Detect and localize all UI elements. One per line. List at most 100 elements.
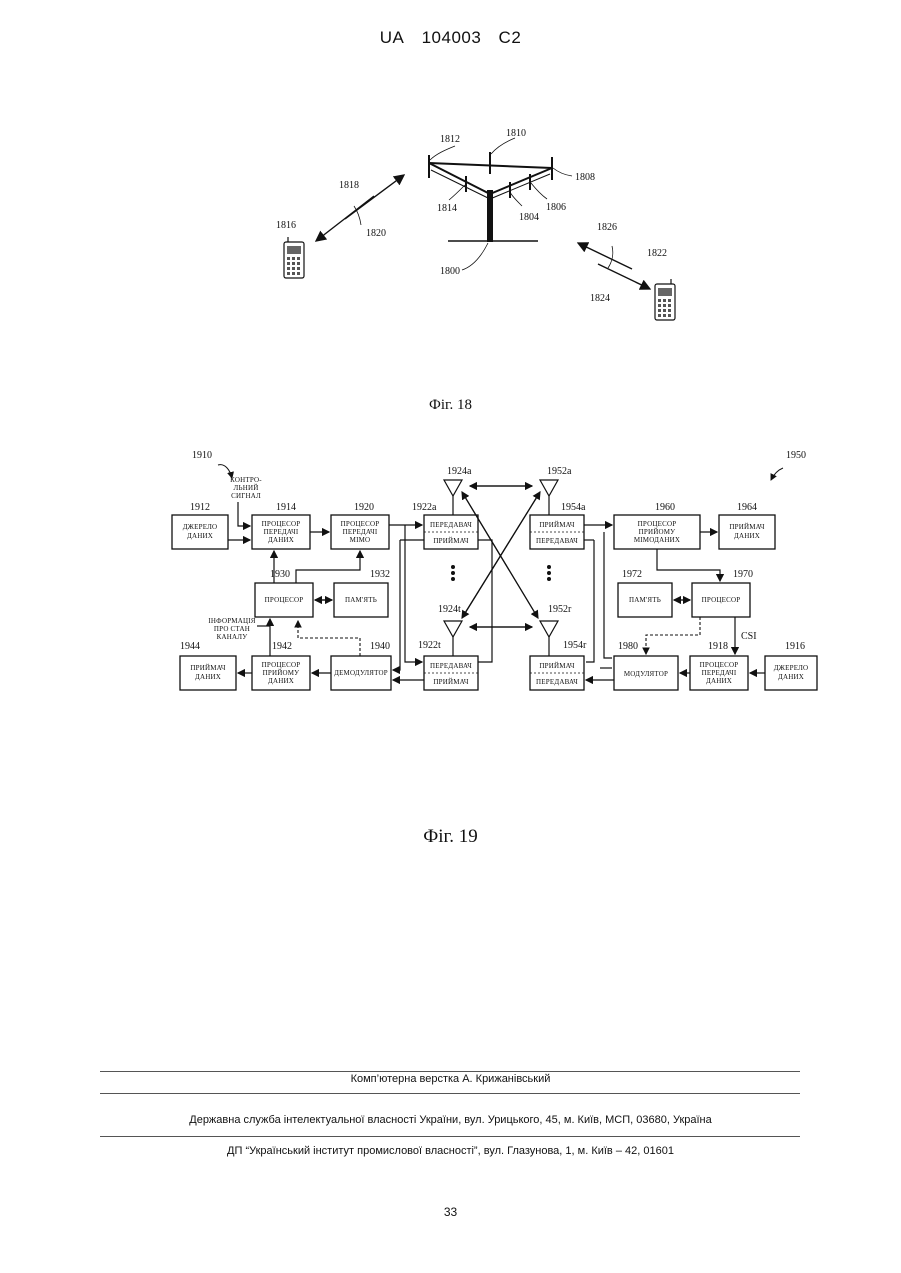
processor-1970-label: ПРОЦЕСОР <box>702 596 741 604</box>
ref-1932: 1932 <box>370 569 390 580</box>
tx-1954r-receiver: ПРИЙМАЧ <box>539 662 574 670</box>
rx-mimo-1960-line1: ПРОЦЕСОР <box>638 520 677 528</box>
data-sink-1944-line1: ПРИЙМАЧ <box>190 664 225 672</box>
tx-proc-1918-line1: ПРОЦЕСОР <box>700 661 739 669</box>
ref-1980: 1980 <box>618 641 638 652</box>
label-1812: 1812 <box>440 134 460 145</box>
demodulator-1940-label: ДЕМОДУЛЯТОР <box>334 669 388 677</box>
ref-1914: 1914 <box>276 502 296 513</box>
ref-1910: 1910 <box>192 450 212 461</box>
ref-1954r: 1954r <box>563 640 587 651</box>
label-1806: 1806 <box>546 202 566 213</box>
tx-proc-1914-line3: ДАНИХ <box>268 536 294 544</box>
tx-1922t-transmitter: ПЕРЕДАВАЧ <box>430 662 472 670</box>
ref-1954a: 1954a <box>561 502 586 513</box>
control-signal-line3: СИГНАЛ <box>231 492 261 500</box>
figure-18-caption: Фіг. 18 <box>0 397 901 414</box>
tx-1922t-receiver: ПРИЙМАЧ <box>433 678 468 686</box>
ref-1970: 1970 <box>733 569 753 580</box>
tx-1954a-receiver: ПРИЙМАЧ <box>539 521 574 529</box>
footer-agency: Державна служба інтелектуальної власност… <box>0 1114 901 1126</box>
ref-1918: 1918 <box>708 641 728 652</box>
footer-rule-2 <box>100 1093 800 1094</box>
label-1826: 1826 <box>597 222 617 233</box>
rx-mimo-1960-line3: МІМОДАНИХ <box>634 536 680 544</box>
label-1820: 1820 <box>366 228 386 239</box>
tx-1954r-transmitter: ПЕРЕДАВАЧ <box>536 678 578 686</box>
ref-1922a: 1922a <box>412 502 437 513</box>
data-source-1916-line2: ДАНИХ <box>778 673 804 681</box>
tx-proc-1914-line1: ПРОЦЕСОР <box>262 520 301 528</box>
figure-19-caption: Фіг. 19 <box>0 826 901 848</box>
label-1808: 1808 <box>575 172 595 183</box>
antenna-1924t-icon <box>444 621 462 637</box>
ref-1944: 1944 <box>180 641 200 652</box>
data-sink-1964-line2: ДАНИХ <box>734 532 760 540</box>
csi-info-line2: ПРО СТАН <box>214 625 250 633</box>
memory-1932-label: ПАМ'ЯТЬ <box>345 596 377 604</box>
ref-1912: 1912 <box>190 502 210 513</box>
footer-rule-3 <box>100 1136 800 1137</box>
control-signal-line1: КОНТРО- <box>230 476 262 484</box>
ref-1942: 1942 <box>272 641 292 652</box>
antenna-1952r-icon <box>540 621 558 637</box>
data-sink-1944-line2: ДАНИХ <box>195 673 221 681</box>
figure-18: 1810 1812 1808 1814 1804 1806 1800 1818 … <box>0 0 901 400</box>
ellipsis-dots <box>451 565 551 581</box>
mimo-tx-1920-line1: ПРОЦЕСОР <box>341 520 380 528</box>
data-source-1912-line1: ДЖЕРЕЛО <box>183 523 218 531</box>
tx-proc-1918-line2: ПЕРЕДАЧІ <box>702 669 737 677</box>
ref-csi: CSI <box>741 631 757 642</box>
tx-proc-1918-line3: ДАНИХ <box>706 677 732 685</box>
tx-1954a-transmitter: ПЕРЕДАВАЧ <box>536 537 578 545</box>
data-sink-1964-line1: ПРИЙМАЧ <box>729 523 764 531</box>
ref-1952r: 1952r <box>548 604 572 615</box>
ref-1924a: 1924a <box>447 466 472 477</box>
data-source-1916-line1: ДЖЕРЕЛО <box>774 664 809 672</box>
ref-1916: 1916 <box>785 641 805 652</box>
ref-1960: 1960 <box>655 502 675 513</box>
ref-1922t: 1922t <box>418 640 441 651</box>
csi-info-line1: ІНФОРМАЦІЯ <box>208 617 255 625</box>
tx-1922a-transmitter: ПЕРЕДАВАЧ <box>430 521 472 529</box>
control-signal-line2: ЛЬНИЙ <box>234 484 259 492</box>
footer-rule-1 <box>100 1071 800 1072</box>
antenna-1924a-icon <box>444 480 462 496</box>
handset-1822-icon <box>655 279 675 320</box>
ref-1950: 1950 <box>786 450 806 461</box>
uplink-arrow-1824 <box>598 264 650 289</box>
label-1800: 1800 <box>440 266 460 277</box>
ref-1930: 1930 <box>270 569 290 580</box>
tx-proc-1914-line2: ПЕРЕДАЧІ <box>264 528 299 536</box>
rx-proc-1942-line3: ДАНИХ <box>268 677 294 685</box>
downlink-arrow-1826 <box>578 243 632 269</box>
ref-1920: 1920 <box>354 502 374 513</box>
antenna-1952a-icon <box>540 480 558 496</box>
ref-1924t: 1924t <box>438 604 461 615</box>
label-1814: 1814 <box>437 203 457 214</box>
memory-1972-label: ПАМ'ЯТЬ <box>629 596 661 604</box>
rx-proc-1942-line1: ПРОЦЕСОР <box>262 661 301 669</box>
ref-1952a: 1952a <box>547 466 572 477</box>
label-1824: 1824 <box>590 293 610 304</box>
rx-proc-1942-line2: ПРИЙОМУ <box>263 669 300 677</box>
data-source-1912-line2: ДАНИХ <box>187 532 213 540</box>
figure-19: 1910 1950 1912 1914 1920 1922a 1924a 195… <box>0 430 901 730</box>
mimo-tx-1920-line2: ПЕРЕДАЧІ <box>343 528 378 536</box>
ref-1972: 1972 <box>622 569 642 580</box>
mimo-tx-1920-line3: МІМО <box>350 536 371 544</box>
footer-institute: ДП “Український інститут промислової вла… <box>0 1145 901 1157</box>
ref-1964: 1964 <box>737 502 757 513</box>
label-1822: 1822 <box>647 248 667 259</box>
footer-typesetting: Комп’ютерна верстка А. Крижанівський <box>0 1073 901 1085</box>
rx-mimo-1960-line2: ПРИЙОМУ <box>639 528 676 536</box>
csi-info-line3: КАНАЛУ <box>217 633 248 641</box>
handset-1816-icon <box>284 237 304 278</box>
label-1804: 1804 <box>519 212 539 223</box>
label-1816: 1816 <box>276 220 296 231</box>
antennas <box>444 480 558 656</box>
tx-1922a-receiver: ПРИЙМАЧ <box>433 537 468 545</box>
label-1818: 1818 <box>339 180 359 191</box>
label-1810: 1810 <box>506 128 526 139</box>
modulator-1980-label: МОДУЛЯТОР <box>624 670 668 678</box>
